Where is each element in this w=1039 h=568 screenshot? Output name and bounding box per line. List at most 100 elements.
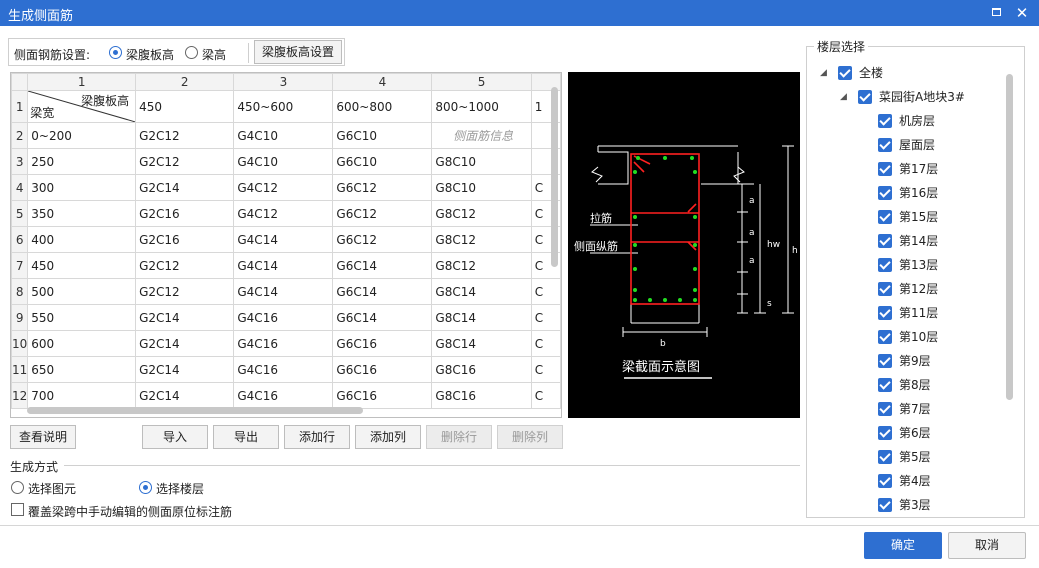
rebar-cell[interactable]: G8C12 (431, 226, 532, 253)
floor-checkbox[interactable] (878, 474, 892, 488)
maximize-icon[interactable] (986, 3, 1006, 23)
web-height-cell[interactable]: 450 (135, 90, 235, 123)
rebar-cell[interactable]: G4C10 (233, 148, 334, 175)
row-header[interactable]: 2 (11, 122, 29, 149)
rebar-cell[interactable]: G6C16 (332, 382, 433, 409)
row-header[interactable]: 12 (11, 382, 29, 409)
building-checkbox[interactable] (858, 90, 872, 104)
grid-horizontal-scrollbar[interactable] (27, 407, 363, 414)
rebar-cell[interactable]: G8C14 (431, 304, 532, 331)
rebar-cell[interactable]: G2C12 (135, 122, 235, 149)
beam-width-cell[interactable]: 550 (27, 304, 137, 331)
beam-width-cell[interactable]: 400 (27, 226, 137, 253)
rebar-cell[interactable]: G2C12 (135, 148, 235, 175)
rebar-cell[interactable]: G8C12 (431, 252, 532, 279)
rebar-cell[interactable]: G6C16 (332, 356, 433, 383)
collapse-icon[interactable]: ◢ (840, 92, 847, 102)
rebar-cell[interactable]: C (530, 356, 561, 383)
rebar-cell[interactable]: G2C14 (135, 356, 235, 383)
rebar-cell[interactable]: G4C14 (233, 278, 334, 305)
rebar-cell[interactable]: G2C14 (135, 174, 235, 201)
cancel-button[interactable]: 取消 (948, 532, 1026, 559)
rebar-cell[interactable]: G2C16 (135, 200, 235, 227)
rebar-cell[interactable]: G4C16 (233, 330, 334, 357)
rebar-cell[interactable]: G4C12 (233, 174, 334, 201)
floor-checkbox[interactable] (878, 186, 892, 200)
overwrite-checkbox[interactable] (11, 503, 24, 516)
delete-column-button[interactable]: 删除列 (497, 425, 563, 449)
floor-checkbox[interactable] (878, 258, 892, 272)
export-button[interactable]: 导出 (213, 425, 279, 449)
rebar-cell[interactable]: C (530, 330, 561, 357)
floor-checkbox[interactable] (878, 162, 892, 176)
column-header[interactable]: 2 (135, 73, 235, 91)
beam-height-radio[interactable] (185, 46, 198, 59)
column-header[interactable]: 5 (431, 73, 532, 91)
add-row-button[interactable]: 添加行 (284, 425, 350, 449)
row-header[interactable]: 3 (11, 148, 29, 175)
rebar-cell[interactable]: C (530, 278, 561, 305)
floor-checkbox[interactable] (878, 138, 892, 152)
rebar-cell[interactable]: G6C14 (332, 252, 433, 279)
row-header[interactable]: 5 (11, 200, 29, 227)
beam-width-cell[interactable]: 600 (27, 330, 137, 357)
all-floors-checkbox[interactable] (838, 66, 852, 80)
rebar-cell[interactable]: G2C12 (135, 252, 235, 279)
rebar-cell[interactable]: C (530, 382, 561, 409)
rebar-cell[interactable]: G6C12 (332, 174, 433, 201)
web-height-cell[interactable]: 450~600 (233, 90, 334, 123)
rebar-cell[interactable]: G2C14 (135, 304, 235, 331)
floor-checkbox[interactable] (878, 210, 892, 224)
select-element-radio[interactable] (11, 481, 24, 494)
row-header[interactable]: 6 (11, 226, 29, 253)
floor-checkbox[interactable] (878, 402, 892, 416)
web-height-radio[interactable] (109, 46, 122, 59)
floor-checkbox[interactable] (878, 354, 892, 368)
beam-width-cell[interactable]: 300 (27, 174, 137, 201)
web-height-cell[interactable]: 600~800 (332, 90, 433, 123)
rebar-cell[interactable]: G6C14 (332, 278, 433, 305)
floor-checkbox[interactable] (878, 498, 892, 512)
floor-checkbox[interactable] (878, 306, 892, 320)
rebar-cell[interactable]: C (530, 304, 561, 331)
floor-checkbox[interactable] (878, 114, 892, 128)
rebar-cell[interactable]: G8C16 (431, 382, 532, 409)
beam-width-cell[interactable]: 650 (27, 356, 137, 383)
rebar-cell[interactable]: G2C12 (135, 278, 235, 305)
ok-button[interactable]: 确定 (864, 532, 942, 559)
rebar-cell[interactable]: G6C10 (332, 148, 433, 175)
floor-checkbox[interactable] (878, 234, 892, 248)
rebar-cell[interactable]: G6C10 (332, 122, 433, 149)
floor-checkbox[interactable] (878, 450, 892, 464)
rebar-cell[interactable]: G4C12 (233, 200, 334, 227)
rebar-cell[interactable]: G6C14 (332, 304, 433, 331)
beam-width-cell[interactable]: 450 (27, 252, 137, 279)
rebar-cell[interactable]: G8C16 (431, 356, 532, 383)
floor-checkbox[interactable] (878, 282, 892, 296)
floor-list-scrollbar[interactable] (1006, 74, 1013, 400)
grid-vertical-scrollbar[interactable] (551, 87, 558, 267)
beam-width-cell[interactable]: 700 (27, 382, 137, 409)
web-height-settings-button[interactable]: 梁腹板高设置 (254, 40, 342, 64)
rebar-cell[interactable]: G8C12 (431, 200, 532, 227)
floor-checkbox[interactable] (878, 378, 892, 392)
row-header[interactable]: 10 (11, 330, 29, 357)
rebar-cell[interactable]: G8C10 (431, 148, 532, 175)
rebar-cell[interactable]: G6C16 (332, 330, 433, 357)
view-help-button[interactable]: 查看说明 (10, 425, 76, 449)
rebar-cell[interactable]: G6C12 (332, 200, 433, 227)
rebar-cell[interactable]: 侧面筋信息 (431, 122, 532, 149)
rebar-cell[interactable]: G6C12 (332, 226, 433, 253)
rebar-cell[interactable]: G4C16 (233, 304, 334, 331)
beam-width-cell[interactable]: 350 (27, 200, 137, 227)
delete-row-button[interactable]: 删除行 (426, 425, 492, 449)
collapse-icon[interactable]: ◢ (820, 68, 827, 78)
rebar-cell[interactable]: G4C16 (233, 356, 334, 383)
rebar-cell[interactable]: G4C14 (233, 226, 334, 253)
import-button[interactable]: 导入 (142, 425, 208, 449)
add-column-button[interactable]: 添加列 (355, 425, 421, 449)
select-floor-radio[interactable] (139, 481, 152, 494)
rebar-cell[interactable]: G4C14 (233, 252, 334, 279)
rebar-cell[interactable]: G4C10 (233, 122, 334, 149)
column-header[interactable] (530, 73, 561, 91)
